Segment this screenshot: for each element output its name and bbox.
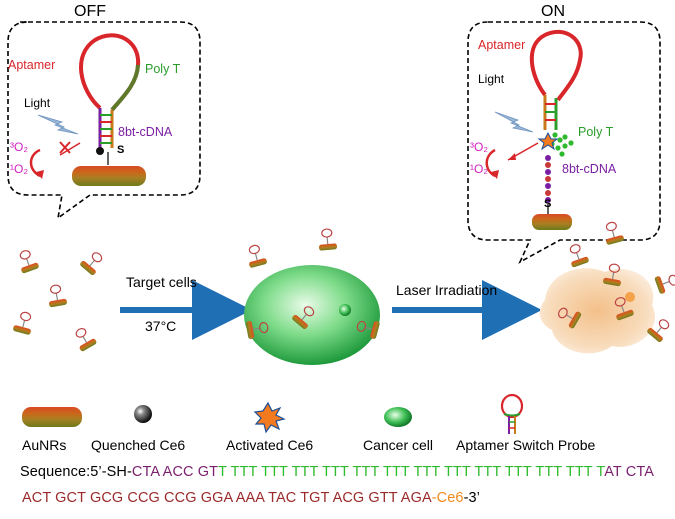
on-poly-t-label: Poly T — [578, 125, 614, 139]
legend-label-activated-ce6: Activated Ce6 — [226, 437, 314, 453]
off-cdna-label: 8bt-cDNA — [118, 125, 173, 139]
off-blocked-x — [59, 141, 71, 154]
orange-star-icon — [253, 401, 286, 434]
black-sphere-icon — [134, 405, 152, 423]
sequence-line-1: Sequence:5’-SH-CTA ACC GTT TTT TTT TTT T… — [20, 464, 654, 480]
on-o2-singlet: ¹O₂ — [470, 162, 488, 176]
sequence-segment-ce6: -Ce6 — [431, 490, 464, 506]
destroyed-cell — [539, 268, 656, 354]
sequence-line-2: ACT GCT GCG CCG CCG GGA AAA TAC TGT ACG … — [22, 490, 480, 506]
legend-label-aunrs: AuNRs — [22, 437, 67, 453]
off-nanorod — [72, 166, 146, 186]
legend-icons — [22, 393, 524, 434]
legend-label-aptamer-switch-probe: Aptamer Switch Probe — [456, 437, 596, 453]
sequence-segment-purple: CTA ACC GT — [131, 464, 219, 480]
free-probes-cluster — [11, 247, 108, 353]
off-o2-arrow — [29, 148, 41, 178]
on-s-label: S — [544, 198, 552, 210]
sequence-segment-aptamer: ACT GCT GCG CCG CCG GGA AAA TAC TGT ACG … — [22, 490, 432, 506]
off-aptamer-loop — [79, 33, 141, 112]
on-nanorod — [532, 214, 572, 230]
off-aptamer-label: Aptamer — [8, 58, 56, 72]
on-light-label: Light — [478, 72, 505, 86]
on-panel — [467, 21, 661, 264]
off-o2-singlet: ¹O₂ — [10, 162, 28, 176]
off-panel — [7, 21, 201, 220]
sequence-prefix: Sequence:5’-SH- — [20, 464, 132, 480]
sequence-segment-poly-t: T TTT TTT TTT TTT TTT TTT TTT TTT TTT TT… — [218, 464, 605, 480]
legend-label-quenched-ce6: Quenched Ce6 — [91, 437, 186, 453]
on-o2-arrow — [485, 148, 496, 178]
off-quenched-ce6 — [96, 147, 104, 155]
temperature-label: 37°C — [145, 318, 177, 334]
off-title: OFF — [74, 3, 106, 20]
on-poly-t-dots — [549, 132, 574, 157]
destroyed-cell-group — [539, 219, 675, 354]
off-light-bolt — [37, 114, 79, 135]
target-cells-label: Target cells — [126, 274, 197, 290]
off-callout-border — [7, 21, 201, 220]
hairpin-probe-icon — [500, 393, 524, 434]
off-s-label: S — [117, 144, 125, 156]
on-callout-border — [467, 21, 661, 264]
off-light-label: Light — [24, 96, 51, 110]
on-activated-ce6 — [537, 131, 559, 151]
off-stem — [98, 108, 114, 148]
green-ellipse-icon — [384, 407, 412, 427]
on-title: ON — [541, 3, 565, 20]
on-cdna-label: 8bt-cDNA — [562, 162, 617, 176]
cancer-cell-group — [244, 227, 381, 365]
on-light-bolt — [494, 111, 534, 133]
sequence-segment-purple-2: AT CTA — [604, 464, 654, 480]
off-o2-triplet: ³O₂ — [10, 140, 28, 154]
laser-irradiation-label: Laser Irradiation — [396, 282, 498, 298]
on-stem — [543, 95, 558, 130]
on-o2-triplet: ³O₂ — [470, 140, 488, 154]
on-aptamer-loop — [529, 29, 583, 102]
sequence-suffix: -3’ — [463, 490, 480, 506]
legend-label-cancer-cell: Cancer cell — [363, 437, 434, 453]
off-poly-t-label: Poly T — [145, 62, 181, 76]
on-cdna-chain — [545, 155, 551, 203]
gold-nanorod-icon — [22, 407, 82, 427]
on-aptamer-label: Aptamer — [478, 38, 526, 52]
